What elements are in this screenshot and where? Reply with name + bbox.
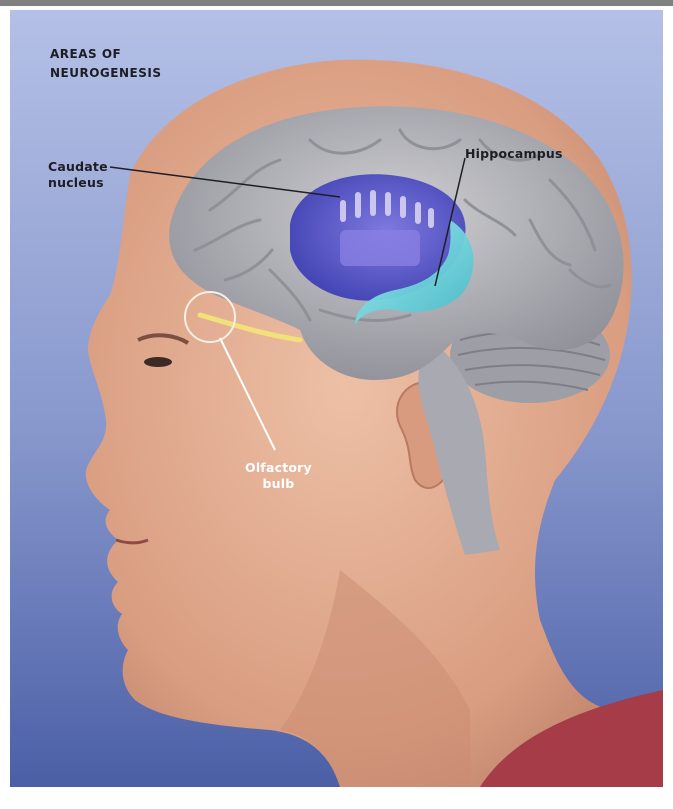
caudate-inner xyxy=(340,230,420,266)
bottom-margin xyxy=(0,787,673,809)
olfactory-label-line2: bulb xyxy=(245,476,312,492)
olfactory-label: Olfactory bulb xyxy=(245,460,312,492)
eye xyxy=(144,357,172,367)
caudate-label-line2: nucleus xyxy=(48,175,108,191)
figure-title: AREAS OF NEUROGENESIS xyxy=(50,45,161,83)
caudate-label-line1: Caudate xyxy=(48,159,108,175)
title-line2: NEUROGENESIS xyxy=(50,64,161,83)
illustration-frame: AREAS OF NEUROGENESIS Caudate nucleus Hi… xyxy=(10,10,663,787)
hippocampus-label: Hippocampus xyxy=(465,146,563,162)
olfactory-label-line1: Olfactory xyxy=(245,460,312,476)
top-rule xyxy=(0,0,673,6)
anatomy-illustration xyxy=(10,10,663,787)
title-line1: AREAS OF xyxy=(50,45,161,64)
caudate-label: Caudate nucleus xyxy=(48,159,108,191)
